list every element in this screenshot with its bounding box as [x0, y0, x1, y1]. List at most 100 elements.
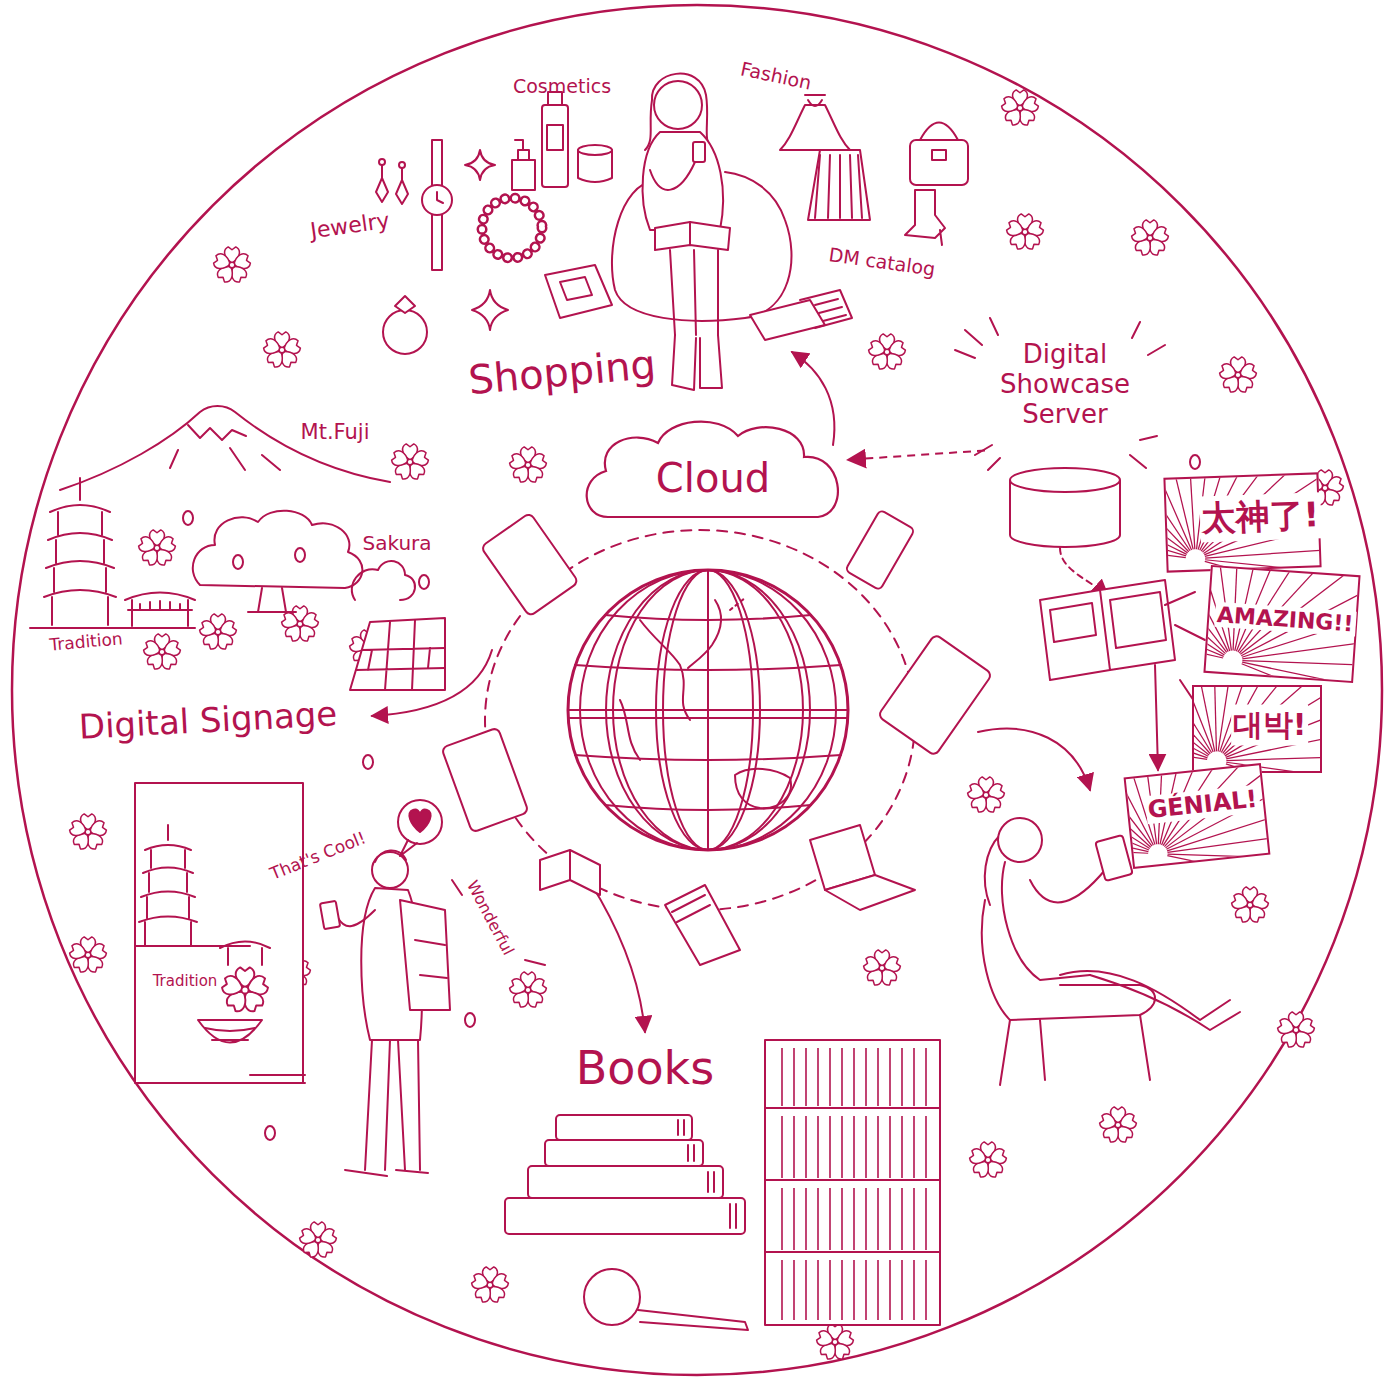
node-label: 太神了! — [1201, 492, 1320, 542]
device-icon — [845, 510, 915, 591]
globe — [568, 570, 848, 850]
server-rays — [955, 318, 1165, 470]
sakura-tree — [193, 511, 363, 588]
dm-catalog — [545, 265, 612, 318]
bookshelf — [774, 1260, 930, 1320]
sakura-tree — [295, 548, 305, 562]
dm-catalog — [750, 300, 825, 340]
burst-line — [1224, 687, 1320, 755]
stone-wall — [356, 620, 445, 690]
book-stack — [545, 1140, 703, 1166]
shopping-woman — [672, 335, 722, 390]
sakura-petal — [363, 755, 373, 769]
comic-panel: GÉNIAL! — [1124, 763, 1271, 869]
sakura-flower — [1219, 357, 1258, 394]
jewelry-items — [376, 140, 542, 354]
comic-panel: AMAZING!! — [1203, 565, 1360, 683]
burst-line — [1132, 765, 1268, 845]
globe — [568, 570, 848, 850]
burst-line — [1220, 687, 1320, 752]
fashion-items — [910, 140, 968, 185]
mount-fuji — [188, 425, 246, 440]
bookshelf — [765, 1040, 940, 1325]
burst-line — [1188, 474, 1319, 550]
cloud-shape: Cloud — [578, 413, 848, 525]
burst-line — [1191, 474, 1320, 551]
cosmetics-items — [512, 92, 612, 190]
sakura-flower — [1231, 887, 1270, 924]
burst-line — [1145, 765, 1268, 848]
burst-line — [1242, 648, 1358, 681]
shopping-woman — [693, 142, 705, 162]
burst-line — [1238, 662, 1358, 681]
shopping-woman — [612, 74, 792, 390]
globe — [620, 700, 640, 760]
device-icon — [665, 885, 740, 965]
book-stack — [556, 1115, 692, 1140]
sakura-flower — [138, 530, 177, 567]
burst-line — [1165, 474, 1186, 568]
device-icon — [540, 850, 600, 895]
sakura-flower — [69, 90, 1345, 1361]
cosmetics-items — [512, 140, 535, 190]
sakura-flower — [1001, 90, 1040, 127]
jewelry-items — [376, 165, 408, 204]
burst-line — [1165, 499, 1185, 570]
cosmetics-items — [547, 125, 563, 150]
backpacker — [338, 910, 375, 926]
burst-line — [1234, 664, 1359, 681]
node-text-group: 太神了! — [1199, 492, 1322, 542]
sakura-flower — [868, 334, 907, 371]
magnifier — [584, 1269, 640, 1325]
sakura-flower — [213, 247, 252, 284]
node-label: Cloud — [656, 455, 770, 501]
sakura-flower — [816, 1324, 855, 1361]
book-stack — [505, 1198, 745, 1234]
signage-board — [135, 825, 250, 946]
fashion-items — [920, 123, 958, 141]
sakura-flower — [199, 614, 238, 651]
jewelry-items — [472, 290, 508, 330]
burst-line — [1194, 474, 1320, 552]
signage-board — [221, 967, 270, 1013]
burst-line — [1207, 687, 1216, 751]
backpacker — [400, 840, 417, 856]
node-label: GÉNIAL! — [1146, 785, 1258, 824]
reading-woman — [1000, 1015, 1150, 1085]
burst-line — [1126, 765, 1268, 844]
globe — [730, 598, 745, 610]
dm-catalog — [545, 265, 852, 340]
sakura-flower — [1006, 214, 1045, 251]
sakura-petal — [1190, 455, 1200, 469]
node-text-group: Cloud — [656, 455, 770, 501]
fashion-items — [932, 150, 946, 160]
device-icon — [481, 513, 579, 617]
fashion-items — [780, 105, 850, 150]
sakura-flower — [1277, 1012, 1316, 1049]
sakura-petal — [167, 455, 1200, 1140]
node-text-group: Digital Showcase Server — [985, 340, 1145, 430]
reading-woman — [1095, 835, 1132, 881]
jewelry-items — [437, 192, 443, 203]
burst-line — [1194, 687, 1215, 752]
node-label: 대박! — [1233, 704, 1307, 745]
sakura-tree — [233, 555, 243, 569]
node-text-group: 대박! — [1231, 704, 1309, 745]
server-cylinder: Digital Showcase Server — [985, 340, 1145, 550]
illustration-label: Mt.Fuji — [301, 422, 370, 443]
frame-circle — [12, 5, 1382, 1375]
signage-board — [220, 942, 270, 966]
fashion-items — [805, 95, 825, 106]
comic-panel: 太神了! — [1163, 472, 1321, 572]
reading-woman — [982, 900, 1155, 1020]
burst-line — [1172, 474, 1194, 549]
comic-magazine — [1050, 592, 1166, 648]
node-label: Digital Showcase Server — [985, 340, 1145, 430]
sakura-flower — [69, 937, 108, 974]
stone-wall — [350, 618, 445, 690]
shopping-woman — [643, 132, 723, 230]
shopping-woman — [689, 222, 691, 245]
sakura-flower — [263, 332, 302, 369]
backpacker — [398, 800, 442, 844]
